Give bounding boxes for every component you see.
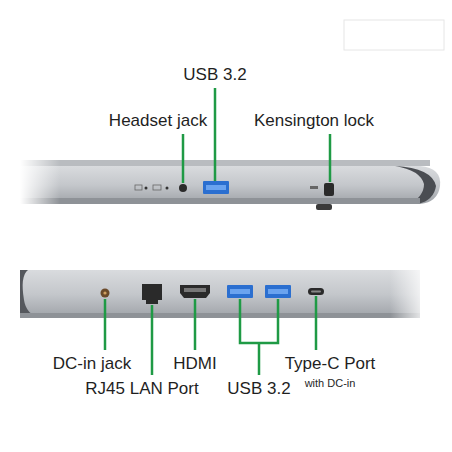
port-label: Kensington lock [254, 111, 374, 131]
port-label: USB 3.2 [227, 379, 290, 399]
port-label: USB 3.2 [183, 65, 246, 85]
port-label: Headset jack [109, 111, 207, 131]
port-label: RJ45 LAN Port [85, 379, 198, 399]
port-note: with DC-in [305, 377, 356, 390]
port-label: Type-C Port [285, 354, 376, 374]
port-label: DC-in jack [53, 354, 131, 374]
port-label: HDMI [173, 354, 216, 374]
